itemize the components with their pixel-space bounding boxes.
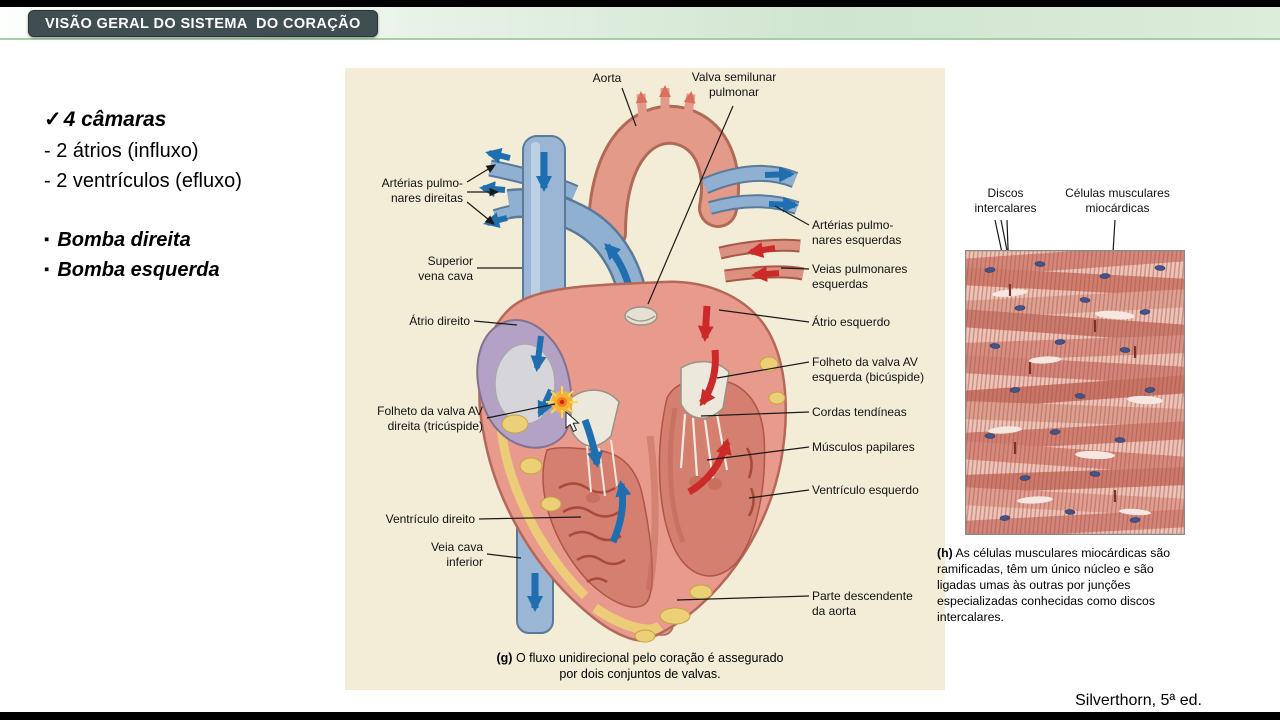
letterbox-top (0, 0, 1280, 7)
note-4-camaras: ✓4 câmaras (44, 107, 344, 132)
histology-image (965, 250, 1185, 535)
note-bomba-direita: ▪ Bomba direita (44, 229, 344, 252)
cursor-icon (565, 410, 580, 433)
label-atrio-direito: Átrio direito (409, 314, 470, 328)
square-bullet-icon: ▪ (44, 261, 50, 278)
label-valva-semilunar-pulmonar: Valva semilunar pulmonar (691, 70, 777, 99)
label-superior-vena-cava: Superior vena cava (418, 254, 473, 283)
note-ventriculos: - 2 ventrículos (efluxo) (44, 170, 242, 192)
heart-figure-panel: Aorta Valva semilunar pulmonar Artérias … (345, 68, 945, 690)
label-folheto-valva-av-esquerda: Folheto da valva AV esquerda (bicúspide) (812, 355, 925, 384)
source-credit: Silverthorn, 5ª ed. (1075, 692, 1202, 709)
label-celulas-musculares: Células musculares miocárdicas (1065, 186, 1170, 215)
header-strip: VISÃO GERAL DO SISTEMA DO CORAÇÃO (0, 7, 1280, 40)
square-bullet-icon: ▪ (44, 231, 50, 248)
note-bomba-direita-text: Bomba direita (57, 229, 191, 251)
caption-h: (h) As células musculares miocárdicas sã… (937, 546, 1195, 626)
slide-title-text: VISÃO GERAL DO SISTEMA DO CORAÇÃO (45, 15, 361, 32)
label-veias-pulmonares-esquerdas: Veias pulmonares esquerdas (812, 262, 908, 291)
note-bomba-esquerda: ▪ Bomba esquerda (44, 259, 344, 282)
label-veia-cava-inferior: Veia cava inferior (430, 540, 483, 569)
label-aorta: Aorta (592, 71, 622, 85)
leader-lines (466, 87, 810, 601)
heart-illustration (466, 85, 810, 643)
caption-g-prefix: (g) (496, 651, 513, 665)
notes-block: ✓4 câmaras - 2 átrios (influxo) - 2 vent… (44, 100, 344, 289)
note-bomba-esquerda-text: Bomba esquerda (57, 259, 220, 281)
label-cordas-tendineas: Cordas tendíneas (812, 405, 907, 419)
label-atrio-esquerdo: Átrio esquerdo (812, 315, 891, 329)
caption-h-text: As células musculares miocárdicas são ra… (937, 546, 1171, 624)
label-parte-descendente-aorta: Parte descendente da aorta (812, 589, 913, 618)
label-ventriculo-esquerdo: Ventrículo esquerdo (812, 483, 919, 497)
label-folheto-valva-av-direita: Folheto da valva AV direita (tricúspide) (377, 404, 483, 433)
label-arterias-pulmonares-direitas: Artérias pulmo-nares direitas (381, 176, 463, 205)
histology-figure: Discos intercalares Células musculares m… (935, 178, 1197, 638)
caption-g: (g) O fluxo unidirecional pelo coração é… (495, 650, 785, 683)
caption-g-text: O fluxo unidirecional pelo coração é ass… (515, 651, 784, 682)
label-ventriculo-direito: Ventrículo direito (385, 512, 475, 526)
label-discos-intercalares: Discos intercalares (974, 186, 1037, 215)
caption-h-prefix: (h) (937, 546, 953, 560)
note-4-camaras-text: 4 câmaras (63, 108, 167, 131)
label-arterias-pulmonares-esquerdas: Artérias pulmo-nares esquerdas (812, 218, 902, 247)
check-icon: ✓ (44, 108, 62, 131)
letterbox-bottom (0, 712, 1280, 720)
note-atrios: - 2 átrios (influxo) (44, 140, 199, 162)
highlight-glow (546, 386, 578, 418)
label-musculos-papilares: Músculos papilares (812, 440, 915, 454)
slide-title: VISÃO GERAL DO SISTEMA DO CORAÇÃO (28, 10, 378, 37)
